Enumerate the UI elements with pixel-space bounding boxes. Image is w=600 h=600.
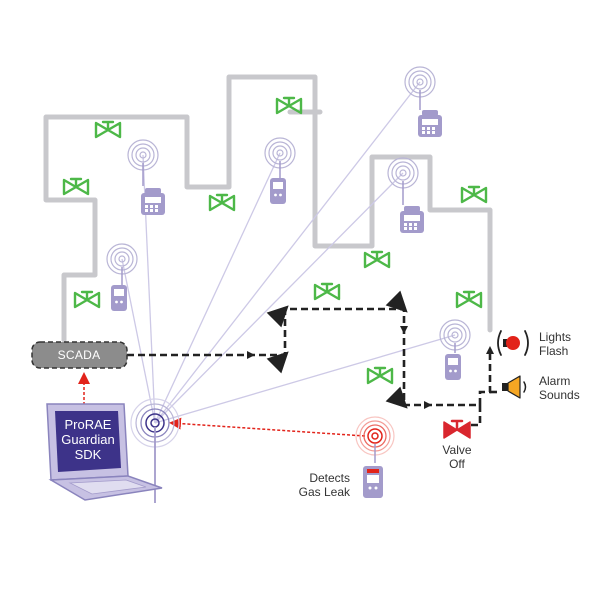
lights-flash-output: Lights Flash [497,330,571,358]
lights-label-line2: Flash [539,344,568,358]
alarm-label-line1: Alarm [539,374,570,388]
alarm-label-line2: Sounds [539,388,580,402]
leak-detector: Detects Gas Leak [299,416,395,499]
wireless-monitor-icon [111,285,127,311]
wireless-monitor-icon [445,354,461,380]
detects-label-line1: Detects [309,471,350,485]
valve-icon [62,177,90,196]
valve-icon [443,419,471,439]
radio-link [154,152,281,424]
laptop-label-line3: SDK [75,447,102,462]
alert-links [78,372,366,437]
to-valve-off-path [470,405,482,427]
valve-icon [366,366,394,385]
valve-icon [94,120,122,139]
detector-to-hub-arrow [169,417,366,437]
valve-off-indicator: Valve Off [442,419,472,471]
control-path-arrows [247,326,494,409]
wireless-monitor-icon [270,178,286,204]
laptop-screen [55,411,121,472]
laptop-icon: ProRAE Guardian SDK [46,403,163,501]
wireless-monitor-icon [363,466,383,498]
valve-label-line2: Off [449,457,465,471]
alarm-horn-icon [502,375,527,399]
arrow-up [486,346,494,354]
valve-icon [208,193,236,212]
area-monitor-icon [400,206,424,233]
valve-icon [460,185,488,204]
wireless-hub-icon [130,398,180,503]
scada-system: SCADA [31,341,128,369]
laptop-label-line2: Guardian [61,432,114,447]
alarm-sounds-output: Alarm Sounds [502,374,580,402]
radio-link [121,258,156,424]
scada-to-alarms-path [127,290,480,409]
valve-label-line1: Valve [442,443,471,457]
radio-link [154,334,456,424]
pipeline-network [43,74,493,343]
area-monitor-icon [418,110,442,137]
radio-link [154,81,421,424]
control-signal-path [127,290,500,427]
arrow-right [424,401,432,409]
wireless-links [121,81,456,424]
pipeline-valves [62,96,488,385]
laptop-keyboard [68,479,147,495]
valve-icon [455,290,483,309]
pipe-main-loop [43,74,493,343]
scada-label: SCADA [58,348,101,362]
laptop-label-line1: ProRAE [65,417,112,432]
lights-label-line1: Lights [539,330,571,344]
arrow-right [247,351,255,359]
valve-icon [363,250,391,269]
to-lights-path [478,352,492,405]
warning-light-icon [497,330,529,356]
gas-monitors [111,90,461,380]
valve-icon [313,282,341,301]
detects-label-line2: Gas Leak [299,485,351,499]
valve-icon [73,290,101,309]
radio-link [154,172,404,424]
scada-box [31,341,128,369]
arrow-down [400,326,408,334]
